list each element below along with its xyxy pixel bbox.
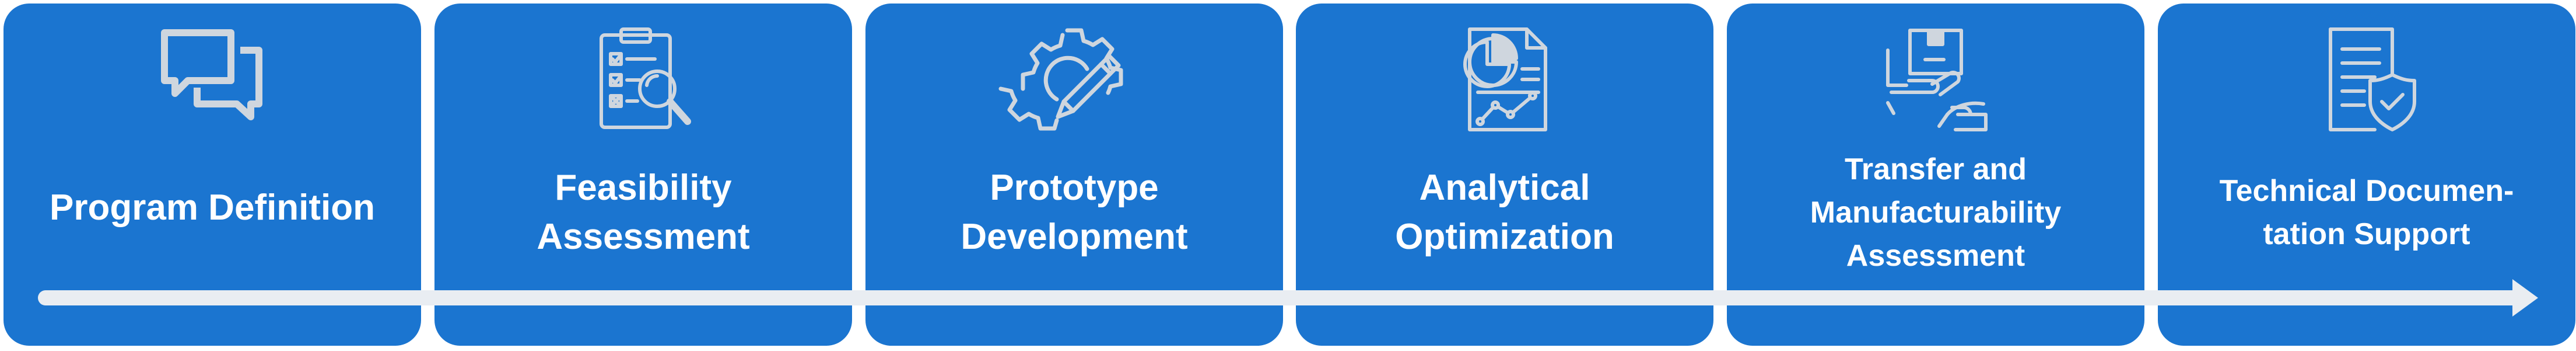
stage-label: Analytical Optimization [1395,168,1614,257]
stage-technical-documentation: Technical Documen- tation Support [2158,4,2575,346]
stage-label: Feasibility Assessment [537,168,750,257]
stage-transfer-manufacturability: Transfer and Manufacturability Assessmen… [1727,4,2144,346]
stage-label: Prototype Development [961,168,1188,257]
stage-label: Technical Documen- tation Support [2219,174,2514,251]
report-pie-chart-icon [1449,27,1560,132]
stage-feasibility-assessment: Feasibility Assessment [434,4,852,346]
package-hand-delivery-icon [1880,27,1991,132]
stage-analytical-optimization: Analytical Optimization [1296,4,1713,346]
chat-bubbles-icon [157,27,268,132]
gear-pencil-icon [998,27,1130,132]
stage-program-definition: Program Definition [3,4,421,346]
stage-label: Program Definition [49,187,376,228]
document-shield-check-icon [2311,27,2422,132]
stage-prototype-development: Prototype Development [865,4,1283,346]
stage-label: Transfer and Manufacturability Assessmen… [1810,152,2062,273]
clipboard-checklist-magnifier-icon [588,27,699,132]
